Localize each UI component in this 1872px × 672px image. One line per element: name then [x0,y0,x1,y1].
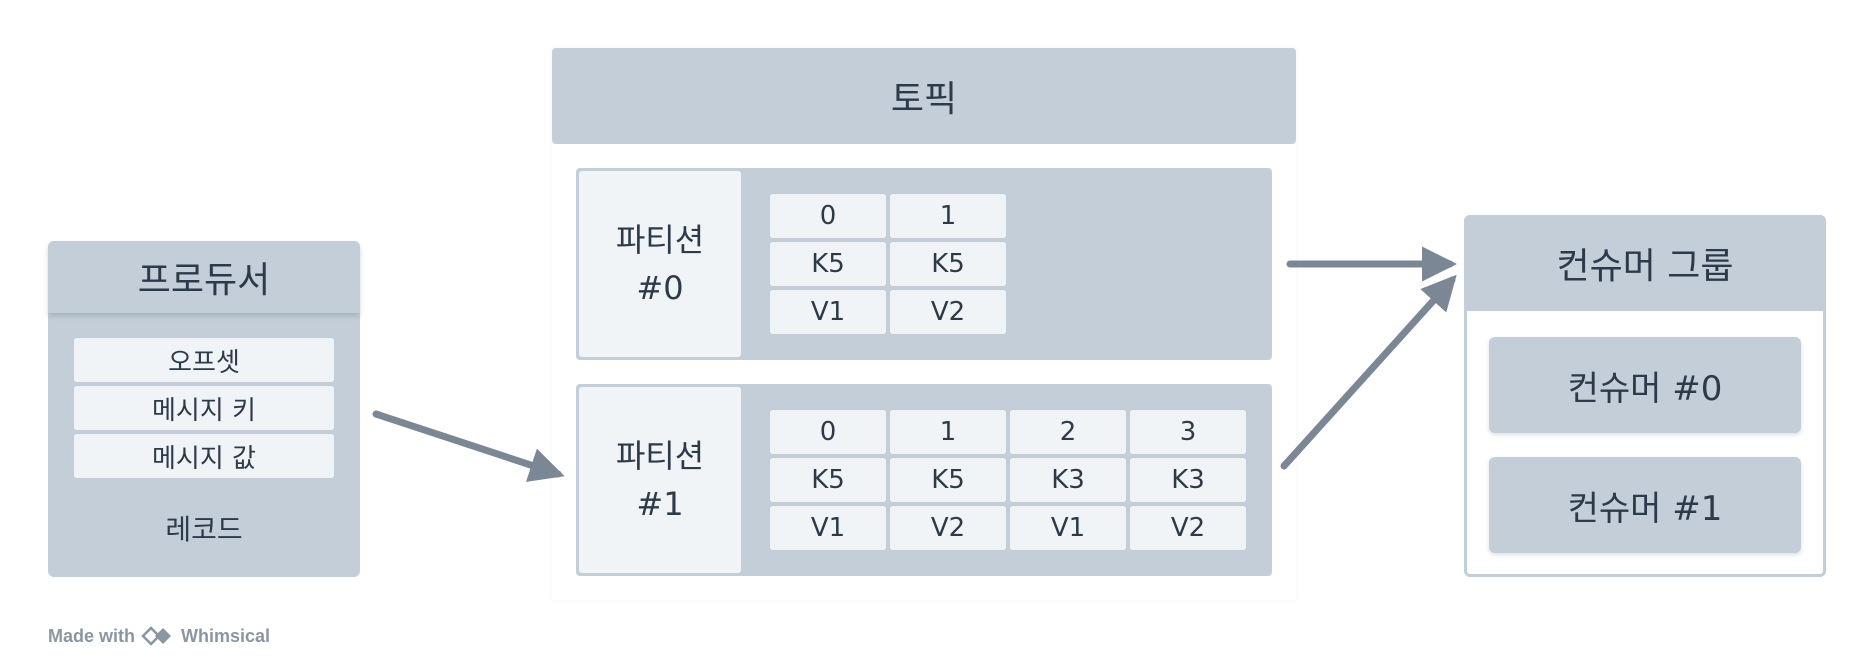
record-label: 레코드 [165,513,243,546]
watermark-brand: Whimsical [181,625,271,646]
partition-1-value-cell: V1 [1010,506,1126,550]
partition-1-key-cell: K5 [770,458,886,502]
record-field-offset: 오프셋 [74,338,334,382]
whimsical-logo-icon [141,626,172,646]
partition-0-offset-cell: 0 [770,194,886,238]
partition-1-offset-cell: 1 [890,410,1006,454]
partition-0-value-cell: V1 [770,290,886,334]
producer-title: 프로듀서 [48,241,360,313]
producer-box: 프로듀서 오프셋 메시지 키 메시지 값 레코드 [48,241,360,577]
record-field-key: 메시지 키 [74,386,334,430]
partition-1-label: 파티션 #1 [576,384,744,576]
partition-0-value-cell: V2 [890,290,1006,334]
arrow-partition-1-to-consumer-group [1280,274,1457,470]
partition-1-offset-cell: 0 [770,410,886,454]
topic-box: 토픽 파티션 #0 0 1 K5 K5 V1 V2 파티션 #1 0 1 2 3… [552,48,1296,600]
consumer-group-title: 컨슈머 그룹 [1464,215,1826,311]
consumer-0: 컨슈머 #0 [1489,337,1801,433]
arrow-producer-to-partition-1 [372,410,565,482]
partition-1: 파티션 #1 0 1 2 3 K5 K5 K3 K3 V1 V2 V1 V2 [576,384,1272,576]
partition-0-label-text: 파티션 #0 [615,221,705,307]
watermark: Made with Whimsical [48,624,270,648]
partition-1-label-text: 파티션 #1 [615,437,705,523]
partition-1-key-cell: K3 [1130,458,1246,502]
partition-0-offset-cell: 1 [890,194,1006,238]
partition-0: 파티션 #0 0 1 K5 K5 V1 V2 [576,168,1272,360]
partition-1-value-cell: V1 [770,506,886,550]
partition-0-key-cell: K5 [770,242,886,286]
partition-1-key-cell: K5 [890,458,1006,502]
partition-1-value-cell: V2 [890,506,1006,550]
partition-0-key-cell: K5 [890,242,1006,286]
record-field-value: 메시지 값 [74,434,334,478]
partition-0-label: 파티션 #0 [576,168,744,360]
consumer-group-box: 컨슈머 그룹 컨슈머 #0 컨슈머 #1 [1464,215,1826,577]
partition-1-key-cell: K3 [1010,458,1126,502]
partition-1-offset-cell: 2 [1010,410,1126,454]
topic-title: 토픽 [552,48,1296,144]
partition-1-value-cell: V2 [1130,506,1246,550]
consumer-1: 컨슈머 #1 [1489,457,1801,553]
watermark-prefix: Made with [48,625,136,646]
partition-1-offset-cell: 3 [1130,410,1246,454]
